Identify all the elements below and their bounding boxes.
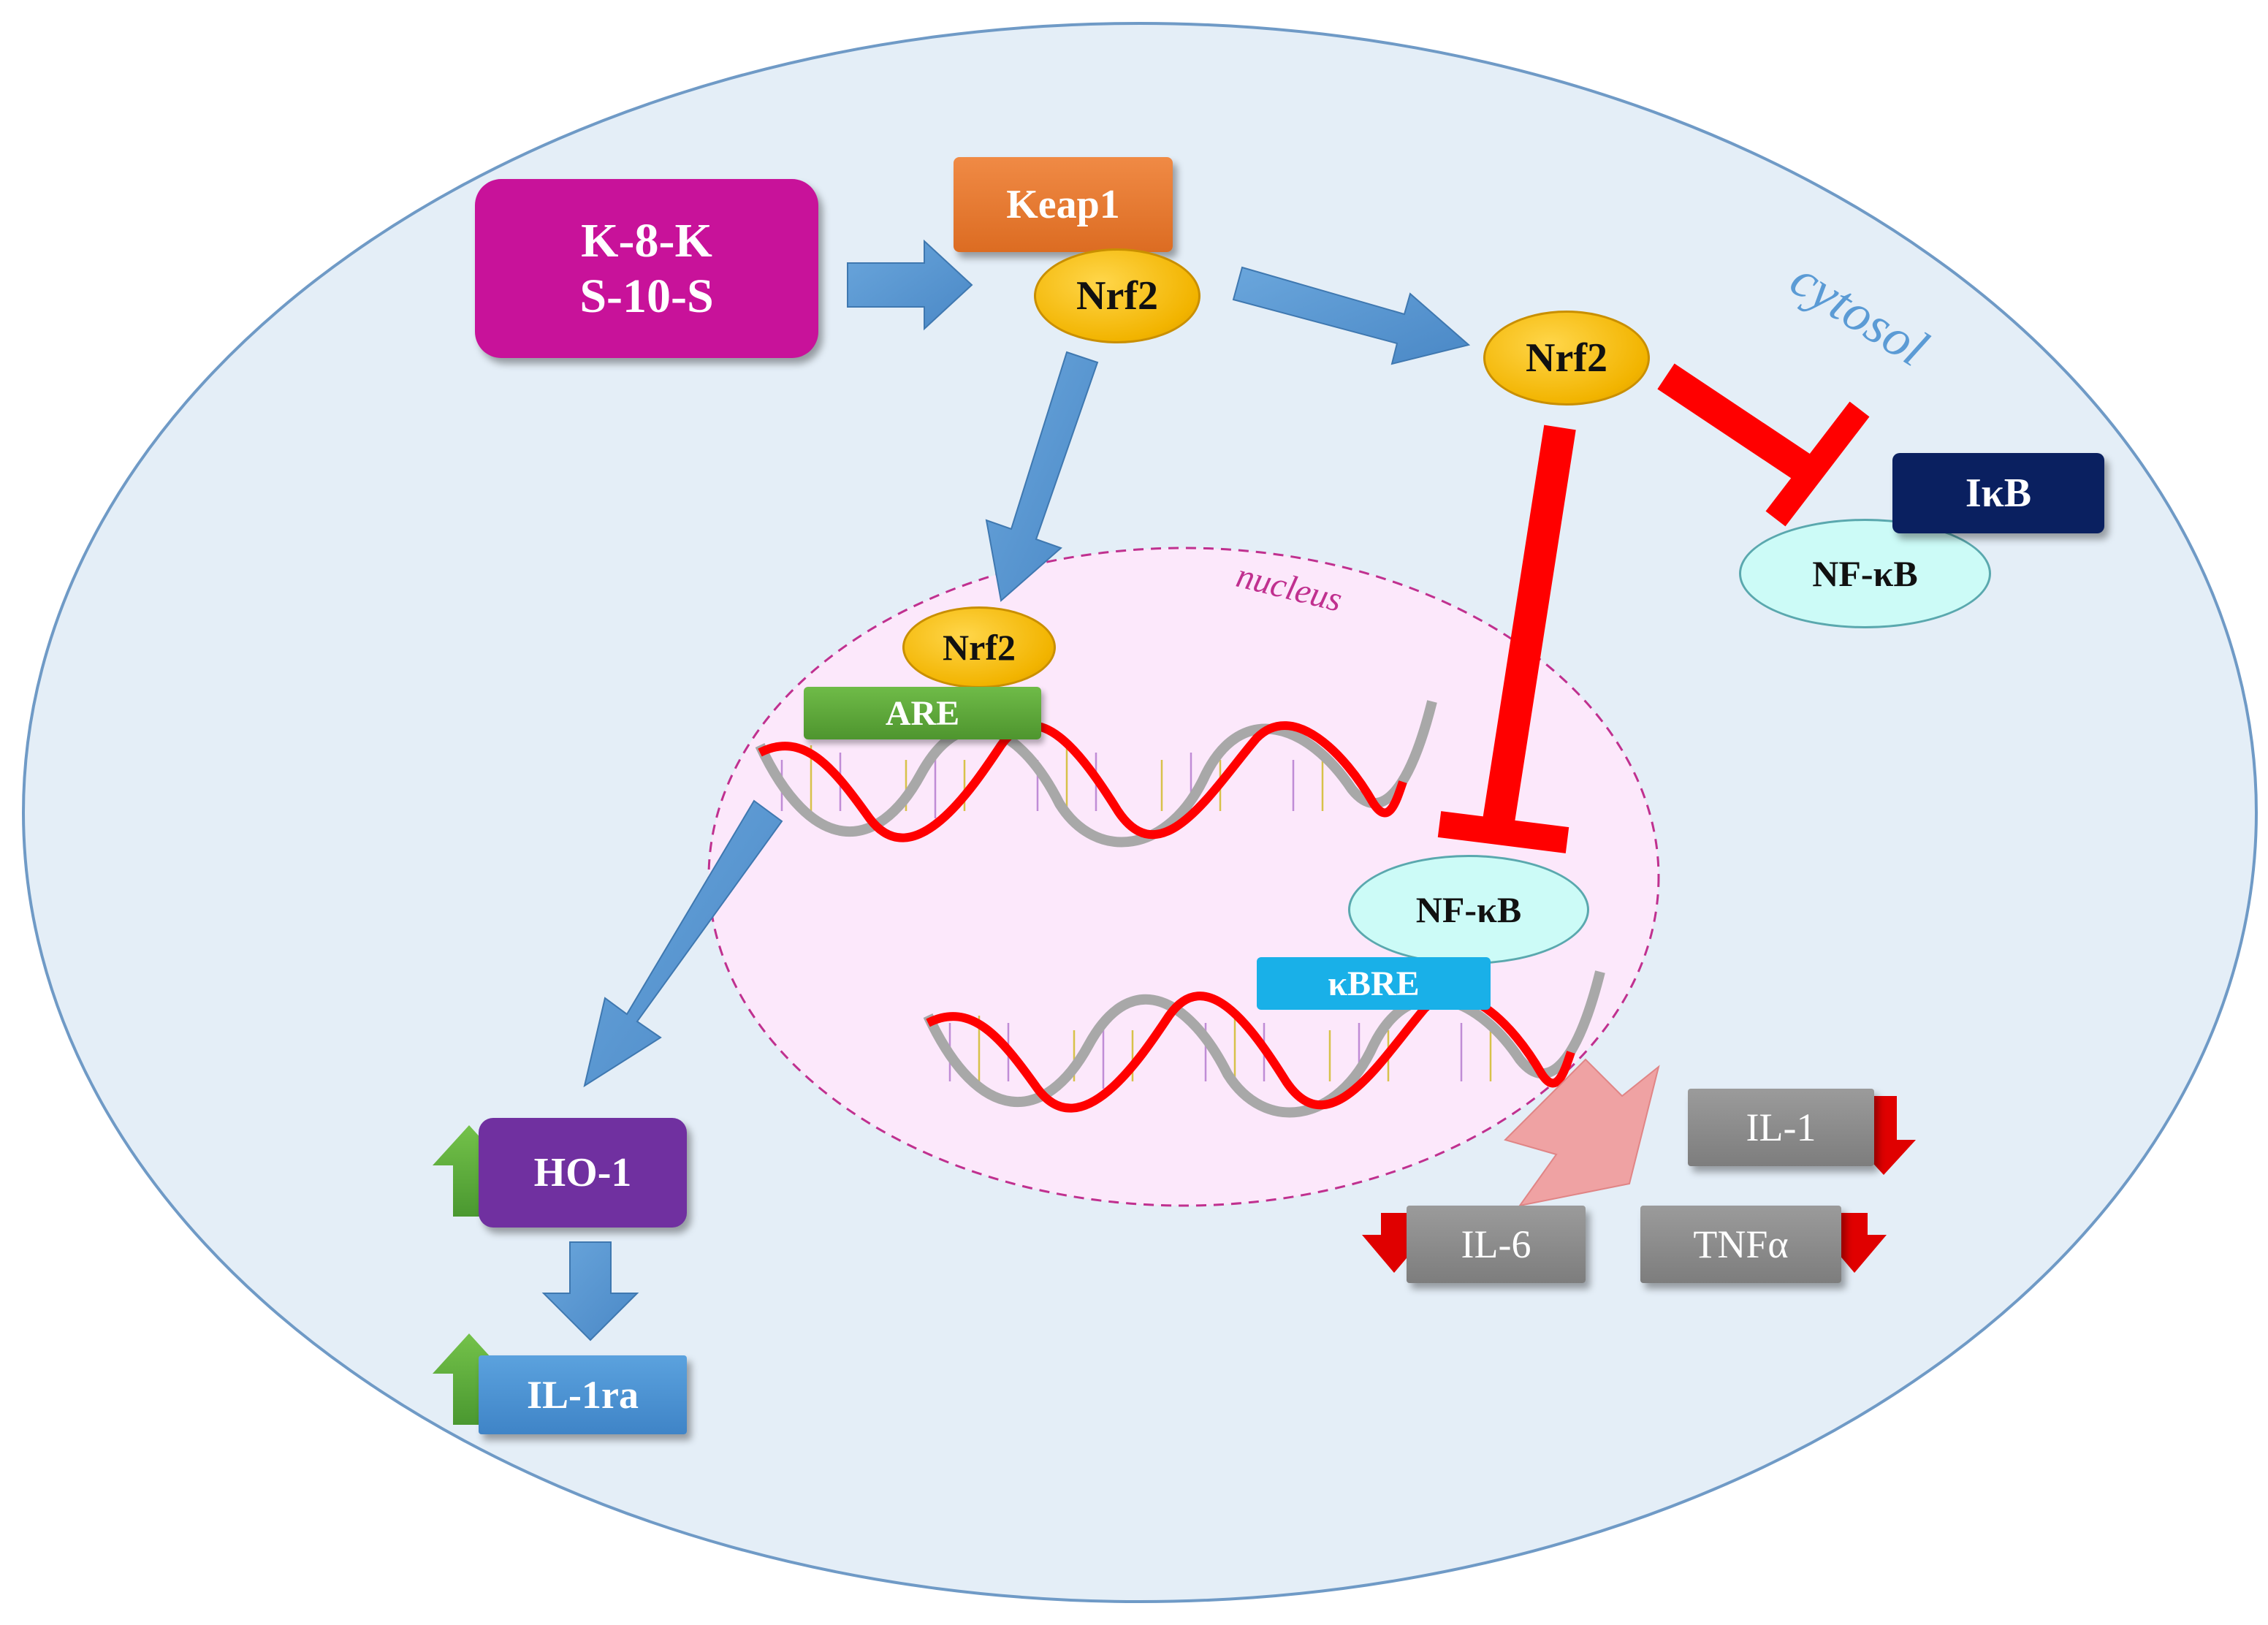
arrow-nfkb-output	[1504, 1058, 1660, 1207]
dna-helix-lower	[923, 970, 1605, 1118]
nfkb-cytosolic: NF-κB	[1739, 519, 1991, 628]
compound-line2: S-10-S	[579, 269, 714, 323]
down-arrow-icon	[1362, 1213, 1426, 1273]
nrf2-complex: Nrf2	[1034, 248, 1200, 343]
cytokine-il6: IL-6	[1407, 1206, 1586, 1283]
nrf2-free: Nrf2	[1483, 311, 1650, 406]
il1ra-box: IL-1ra	[479, 1355, 687, 1434]
compound-line1: K-8-K	[581, 213, 712, 267]
down-arrow-icon	[1822, 1213, 1887, 1273]
arrow-compound-to-nrf2	[847, 239, 973, 331]
keap1-box: Keap1	[954, 157, 1173, 252]
ikb-box: IκB	[1892, 453, 2104, 533]
nrf2-nuclear: Nrf2	[902, 606, 1056, 688]
compound-box: K-8-K S-10-S	[475, 179, 818, 358]
arrow-are-to-ho1	[583, 799, 783, 1088]
inhibit-nrf2-ikb	[1657, 363, 1870, 527]
cytokine-tnfa: TNFα	[1640, 1206, 1841, 1283]
arrow-nrf2-release	[1232, 266, 1471, 365]
cytokine-il1: IL-1	[1688, 1089, 1874, 1166]
arrow-ho1-to-il1ra	[541, 1241, 639, 1342]
arrow-nrf2-to-nucleus	[985, 351, 1099, 602]
cytosol-label: cytosol	[1781, 248, 1938, 378]
kbre-box: κBRE	[1257, 957, 1491, 1010]
inhibit-nrf2-nfkb	[1437, 425, 1576, 853]
ho1-box: HO-1	[479, 1118, 687, 1228]
are-box: ARE	[804, 687, 1041, 739]
nfkb-nuclear: NF-κB	[1348, 855, 1589, 964]
nucleus-label: nucleus	[1232, 555, 1347, 620]
dna-helix-upper	[755, 700, 1437, 848]
